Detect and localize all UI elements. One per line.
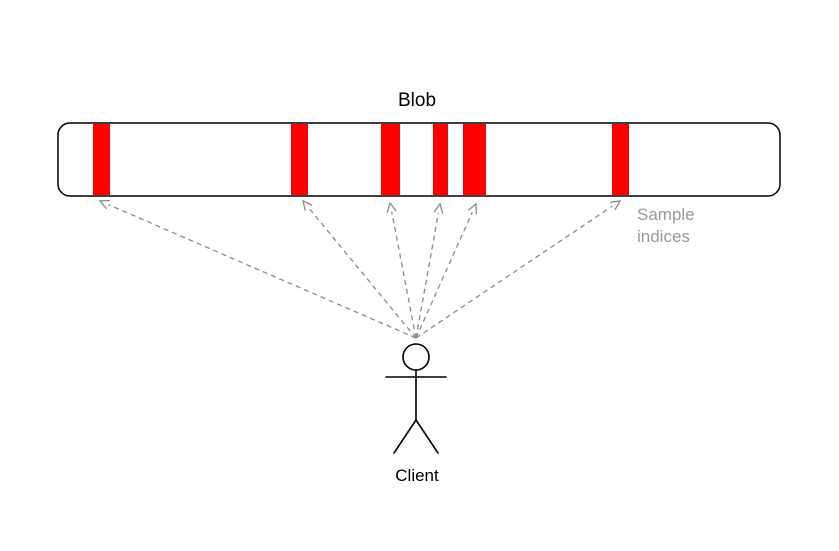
blob-stripe	[93, 124, 110, 195]
sample-arrow-head	[467, 202, 478, 215]
sample-arrow-head	[386, 201, 397, 213]
client-label: Client	[395, 466, 439, 485]
blob-container	[57, 122, 781, 197]
sample-arrow-head	[433, 202, 444, 214]
sample-arrow-head	[98, 199, 111, 210]
blob-stripe	[612, 124, 629, 195]
sample-arrow-line	[108, 204, 417, 339]
sample-indices-label-line1: Sample	[637, 205, 695, 224]
actor-leg-left	[393, 419, 417, 454]
sample-arrow-line	[415, 205, 613, 339]
blob-stripe	[291, 124, 308, 195]
actor-leg-right	[415, 419, 439, 454]
sample-arrow-head	[609, 200, 622, 211]
sample-arrows	[98, 199, 622, 339]
sample-arrow-line	[415, 212, 440, 339]
blob-stripe	[381, 124, 400, 195]
client-actor	[385, 343, 447, 454]
sample-indices-label-line2: indices	[637, 227, 690, 246]
blob-stripe	[463, 124, 486, 195]
sample-arrow-line	[415, 211, 473, 339]
actor-head	[402, 343, 430, 371]
sample-arrow-line	[391, 211, 417, 339]
blob-label: Blob	[398, 90, 436, 111]
sample-arrow-head	[302, 199, 313, 211]
blob-stripes	[93, 124, 629, 195]
sample-arrow-line	[308, 207, 417, 339]
blob-stripe	[433, 124, 448, 195]
